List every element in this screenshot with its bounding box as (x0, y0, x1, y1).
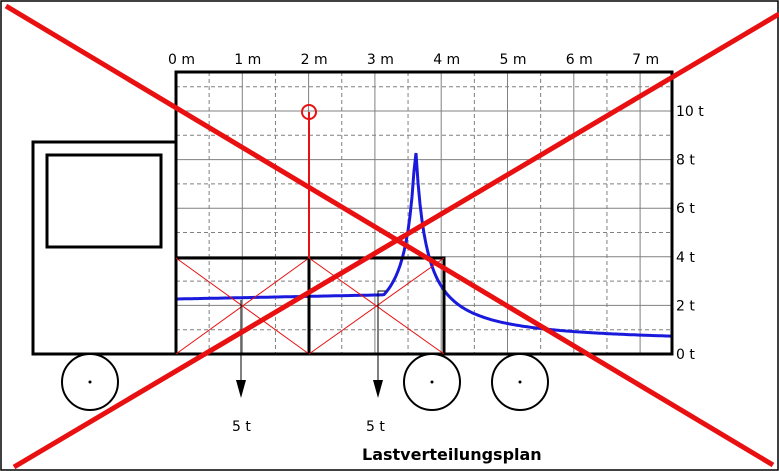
cab-window (45, 153, 163, 249)
y-tick-label: 10 t (676, 104, 704, 120)
x-axis-labels: 0 m 1 m 2 m 3 m 4 m 5 m 6 m 7 m (168, 52, 659, 68)
x-tick-label: 0 m (168, 52, 195, 68)
crossout-line (12, 11, 779, 470)
x-tick-label: 7 m (632, 52, 659, 68)
center-of-gravity-mark (377, 290, 386, 300)
allowed-load-curve (176, 152, 674, 354)
y-tick-label: 6 t (676, 201, 695, 217)
x-tick-label: 6 m (566, 52, 593, 68)
diagram-title: Lastverteilungsplan (362, 445, 542, 464)
center-marker-circle (301, 104, 317, 120)
load-arrow (373, 300, 383, 398)
x-tick-label: 4 m (433, 52, 460, 68)
wheel (61, 353, 119, 411)
load-label: 5 t (366, 419, 385, 435)
cargo-box (307, 256, 446, 356)
load-label: 5 t (232, 419, 251, 435)
crossout-line (4, 3, 775, 468)
x-tick-label: 5 m (500, 52, 527, 68)
wheel (491, 353, 549, 411)
x-tick-label: 2 m (301, 52, 328, 68)
y-tick-label: 2 t (676, 298, 695, 314)
load-arrow (236, 300, 246, 398)
y-tick-label: 8 t (676, 153, 695, 169)
x-tick-label: 3 m (367, 52, 394, 68)
wheel (403, 353, 461, 411)
y-axis-labels: 0 t 2 t 4 t 6 t 8 t 10 t (676, 104, 704, 363)
y-tick-label: 4 t (676, 250, 695, 266)
y-tick-label: 0 t (676, 347, 695, 363)
x-tick-label: 1 m (234, 52, 261, 68)
